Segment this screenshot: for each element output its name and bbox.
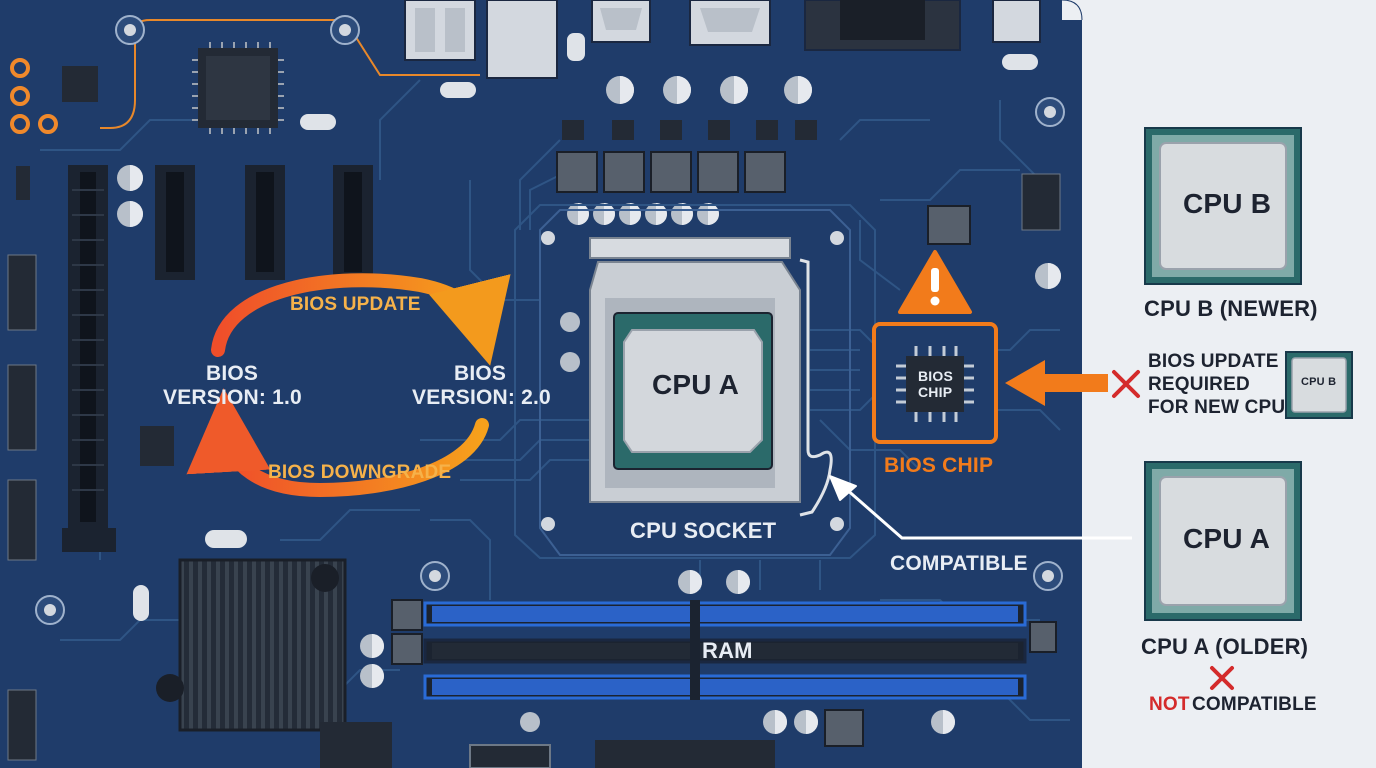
bios-chip-line1: BIOS	[918, 368, 954, 384]
cpu-a-caption: CPU A (OLDER)	[1141, 634, 1309, 659]
capacitors	[117, 76, 1061, 734]
not-word: NOT	[1149, 694, 1190, 715]
screw-holes	[35, 15, 1065, 625]
pin-headers	[7, 173, 1061, 761]
bios-cycle-arcs	[186, 273, 511, 498]
bios-v1-line2: VERSION: 1.0	[163, 386, 302, 409]
cpu-a-chip	[1144, 461, 1302, 621]
warning-triangle-icon	[898, 250, 972, 314]
red-x-icon	[1112, 370, 1140, 398]
bios-chip-caption: BIOS CHIP	[884, 454, 994, 477]
socket-outline	[539, 209, 851, 556]
cpu-b-chip	[1144, 127, 1302, 285]
cpu-a-socket-label: CPU A	[652, 369, 740, 400]
io-connectors	[300, 0, 1041, 130]
cpu-socket-label: CPU SOCKET	[630, 518, 777, 543]
bios-chip	[872, 322, 998, 444]
cpu-b-chip-label: CPU B	[1183, 188, 1272, 219]
vrm-chokes	[556, 120, 971, 245]
ram-label: RAM	[702, 638, 753, 663]
compatible-label: COMPATIBLE	[890, 552, 1028, 575]
bios-v1-line1: BIOS	[206, 362, 259, 385]
red-x-icon	[1210, 666, 1234, 690]
compatible-word: COMPATIBLE	[1192, 694, 1317, 715]
update-arrow-icon	[1005, 360, 1108, 406]
chipset	[16, 42, 284, 466]
heatsink	[156, 558, 347, 732]
cpu-b-small-chip-label: CPU B	[1301, 376, 1337, 388]
cpu-b-small-chip	[1285, 351, 1353, 419]
update-note-line1: BIOS UPDATE	[1148, 351, 1279, 372]
bios-update-label: BIOS UPDATE	[290, 294, 421, 315]
bios-v2-line2: VERSION: 2.0	[412, 386, 551, 409]
compatible-arrow-icon	[844, 486, 1132, 540]
update-note-line2: REQUIRED	[1148, 374, 1250, 395]
audio-jacks	[10, 58, 58, 134]
bios-v2-line1: BIOS	[454, 362, 507, 385]
pcie-slots	[62, 165, 373, 552]
bios-downgrade-label: BIOS DOWNGRADE	[268, 462, 452, 483]
cpu-a-in-socket	[613, 312, 773, 470]
ram-slots	[320, 599, 1057, 768]
cpu-a-chip-label: CPU A	[1183, 523, 1271, 554]
bios-chip-line2: CHIP	[918, 384, 953, 400]
cpu-b-caption: CPU B (NEWER)	[1144, 296, 1318, 321]
update-note-line3: FOR NEW CPU	[1148, 397, 1286, 418]
